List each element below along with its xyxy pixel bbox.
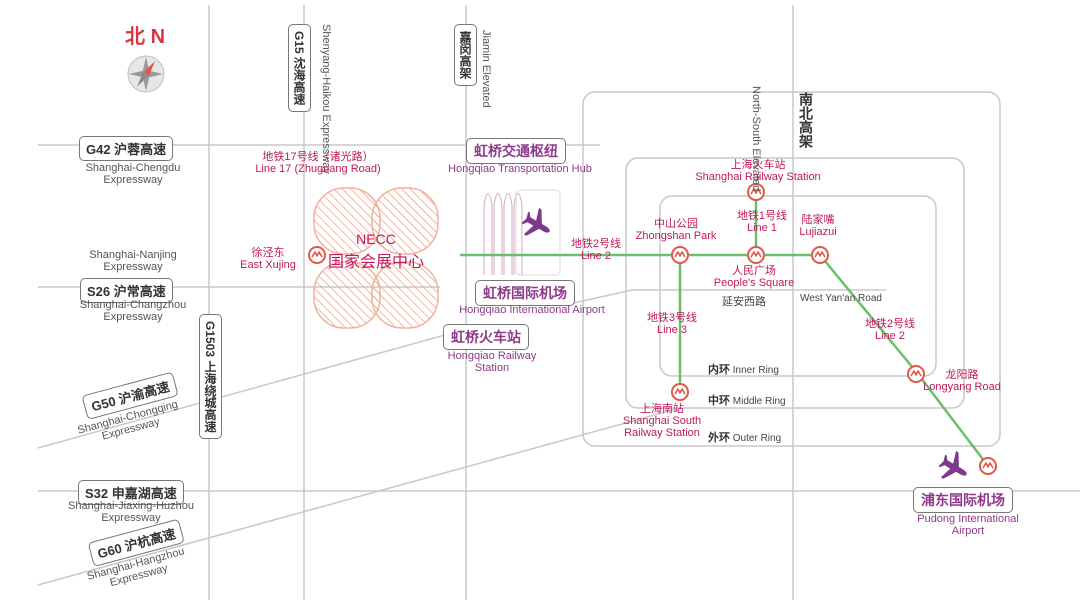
compass-label: 北 N [125, 20, 165, 49]
station-xujing-en: East Xujing [240, 259, 296, 271]
g15-badge: G15 沈海高速 [288, 24, 311, 113]
station-longyang: 龙阳路 Longyang Road [923, 369, 1001, 393]
g15-name: Shenyang-Haikou Expressway [320, 24, 332, 174]
pudong-airport-badge: 浦东国际机场 [913, 487, 1013, 513]
compass-icon [127, 55, 165, 93]
line2-west-label-en: Line 2 [581, 250, 611, 262]
pudong-airport-name-line2: Airport [951, 525, 985, 537]
hongqiao-station-name-line1: Hongqiao Railway [447, 350, 537, 362]
north-south-name: North-South Elevated [750, 86, 762, 191]
s32-badge: S32 申嘉湖高速 [78, 480, 184, 505]
line1-label-cn: 地铁1号线 [736, 210, 788, 222]
s26-upper-name: Shanghai-Nanjing Expressway [89, 249, 176, 273]
line17-label-cn: 地铁17号线（诸光路） [262, 151, 374, 163]
station-zhongshan-en: Zhongshan Park [635, 230, 717, 242]
necc-abbr: NECC [356, 231, 396, 247]
hongqiao-station-name: Hongqiao Railway Station [448, 350, 537, 374]
transport-hub-name: Hongqiao Transportation Hub [448, 163, 592, 175]
hongqiao-station-name-line2: Station [474, 362, 510, 374]
s32-name: Shanghai-Jiaxing-Huzhou Expressway [68, 500, 194, 524]
airplane-icon [517, 204, 558, 245]
inner-ring-label: 内环 Inner Ring [708, 361, 779, 377]
compass-label-en: N [150, 26, 166, 48]
hongqiao-airport-badge: 虹桥国际机场 [475, 280, 575, 306]
hongqiao-station-badge: 虹桥火车站 [443, 324, 529, 350]
middle-ring-cn: 中环 [708, 395, 730, 407]
s32-name-line2: Expressway [101, 512, 161, 524]
station-lujiazui-cn: 陆家嘴 [801, 214, 835, 226]
station-south: 上海南站 Shanghai South Railway Station [623, 403, 701, 439]
station-xujing-cn: 徐泾东 [251, 247, 285, 259]
north-south-name-line2: Elevated [750, 148, 762, 192]
g42-name: Shanghai-Chengdu Expressway [86, 162, 181, 186]
g42-name-line1: Shanghai-Chengdu [85, 162, 181, 174]
north-south-code: 南北高架 [798, 92, 814, 148]
outer-ring-en: Outer Ring [732, 433, 782, 444]
inner-ring-cn: 内环 [708, 364, 730, 376]
outer-ring-cn: 外环 [708, 432, 730, 444]
necc-name: 国家会展中心 [327, 254, 425, 271]
station-railway: 上海火车站 Shanghai Railway Station [695, 159, 820, 183]
line2-west-label: 地铁2号线 Line 2 [571, 238, 621, 262]
station-xujing: 徐泾东 East Xujing [240, 247, 296, 271]
g42-badge: G42 沪蓉高速 [79, 136, 174, 161]
line1-label: 地铁1号线 Line 1 [737, 210, 787, 234]
line3-label-cn: 地铁3号线 [646, 312, 698, 324]
g1503-badge: G1503 上海绕城高速 [199, 314, 222, 440]
hub-rails [483, 189, 561, 276]
s26-name-line2: Expressway [103, 311, 163, 323]
s26-name-line1: Shanghai-Changzhou [79, 299, 187, 311]
station-zhongshan-cn: 中山公园 [654, 218, 698, 230]
line1-label-en: Line 1 [747, 222, 777, 234]
station-peoples-square: 人民广场 People's Square [714, 265, 794, 289]
s26-upper-name-line1: Shanghai-Nanjing [89, 249, 177, 261]
station-lujiazui-en: Lujiazui [799, 226, 837, 238]
station-longyang-en: Longyang Road [923, 381, 1001, 393]
line2-east-label-en: Line 2 [875, 330, 905, 342]
s26-name: Shanghai-Changzhou Expressway [80, 299, 186, 323]
middle-ring-label: 中环 Middle Ring [708, 392, 786, 408]
pudong-airport-name-line1: Pudong International [917, 513, 1019, 525]
ring-roads [582, 91, 1001, 447]
line17-label-en: Line 17 (Zhuguang Road) [255, 163, 381, 175]
inner-ring-en: Inner Ring [732, 365, 779, 376]
airplane-icon [934, 447, 975, 488]
line3-label: 地铁3号线 Line 3 [647, 312, 697, 336]
station-railway-cn: 上海火车站 [730, 159, 786, 171]
middle-ring-en: Middle Ring [732, 396, 786, 407]
g15-name-line1: Shenyang-Haikou [320, 24, 332, 112]
outer-ring-label: 外环 Outer Ring [708, 429, 781, 445]
station-south-en-2: Railway Station [624, 427, 700, 439]
transport-hub-badge: 虹桥交通枢纽 [466, 138, 566, 164]
compass-label-cn: 北 [125, 26, 145, 48]
pudong-airport-name: Pudong International Airport [917, 513, 1019, 537]
jiamin-name: Jiamin Elevated [480, 30, 492, 108]
north-south-name-line1: North-South [750, 86, 762, 146]
yanan-road-cn: 延安西路 [722, 296, 766, 308]
line17-label: 地铁17号线（诸光路） Line 17 (Zhuguang Road) [255, 151, 380, 175]
station-peoples-square-cn: 人民广场 [731, 265, 776, 277]
g15-name-line2: Expressway [320, 114, 332, 174]
metro-lines [460, 192, 989, 467]
station-longyang-cn: 龙阳路 [945, 369, 979, 381]
s32-name-line1: Shanghai-Jiaxing-Huzhou [68, 500, 194, 512]
station-south-cn: 上海南站 [639, 403, 684, 415]
station-zhongshan: 中山公园 Zhongshan Park [636, 218, 717, 242]
station-peoples-square-en: People's Square [713, 277, 795, 289]
necc-clover [313, 187, 439, 329]
station-south-en-1: Shanghai South [622, 415, 702, 427]
line2-east-label: 地铁2号线 Line 2 [865, 318, 915, 342]
jiamin-badge: 嘉闵高架 [454, 24, 477, 86]
s26-upper-name-line2: Expressway [103, 261, 163, 273]
s26-badge: S26 沪常高速 [80, 278, 173, 303]
station-railway-en: Shanghai Railway Station [695, 171, 821, 183]
station-lujiazui: 陆家嘴 Lujiazui [799, 214, 836, 238]
hongqiao-airport-name: Hongqiao International Airport [459, 304, 605, 316]
line2-west-label-cn: 地铁2号线 [570, 238, 622, 250]
line3-label-en: Line 3 [657, 324, 687, 336]
yanan-road-en: West Yan'an Road [800, 293, 882, 304]
g42-name-line2: Expressway [103, 174, 163, 186]
line2-east-label-cn: 地铁2号线 [864, 318, 916, 330]
